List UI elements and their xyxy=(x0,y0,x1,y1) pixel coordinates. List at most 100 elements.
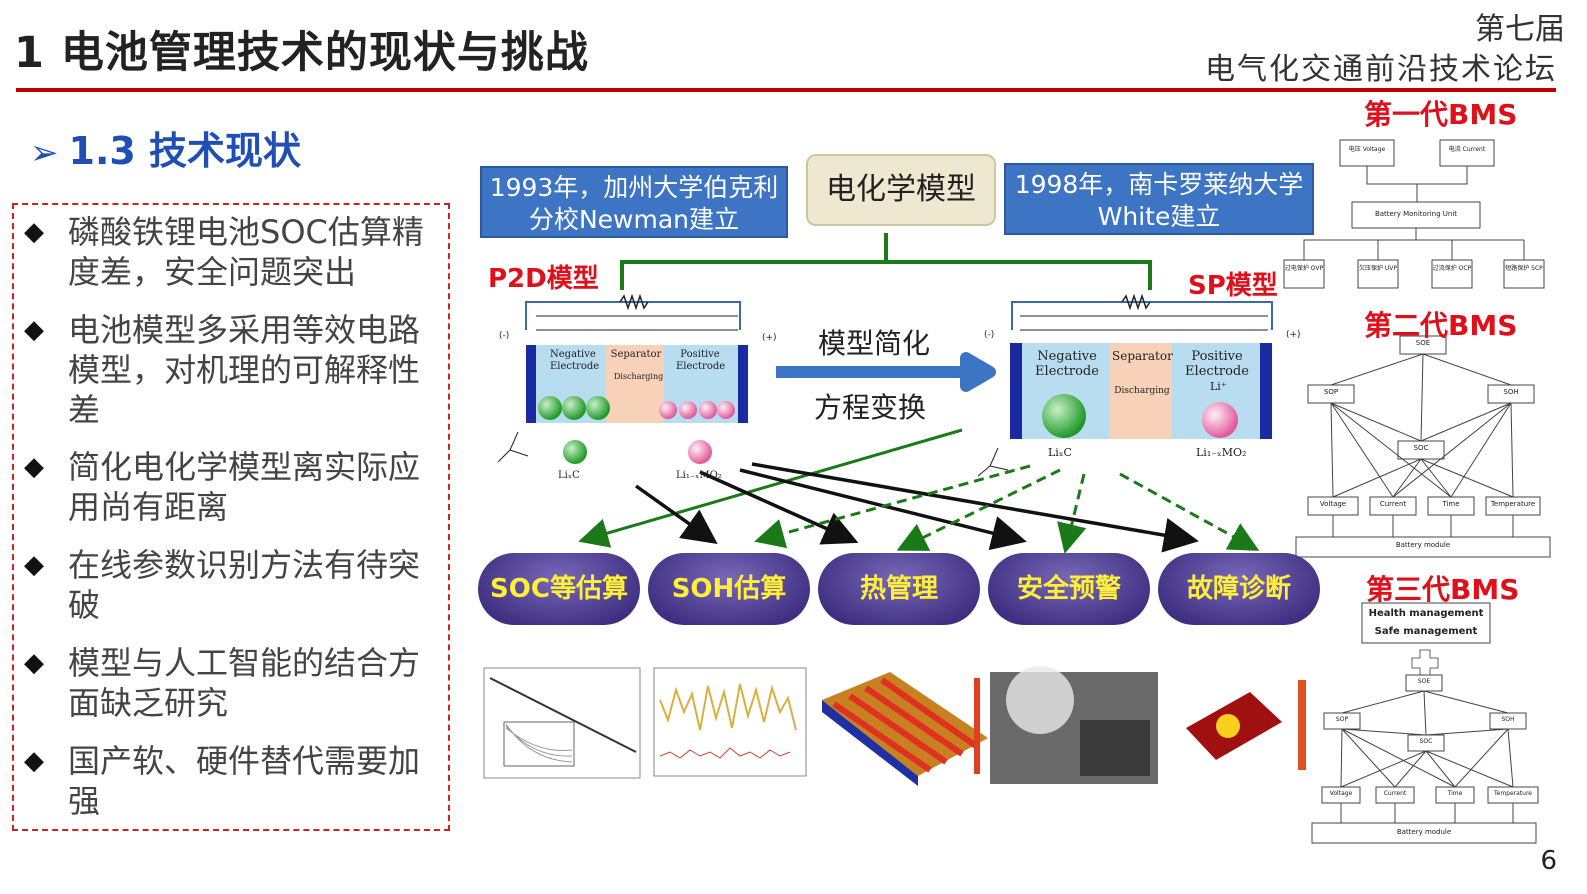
p2d-limo-label: Li₁₋ₓMO₂ xyxy=(676,470,722,481)
p2d-plus-label: (+) xyxy=(762,333,777,343)
transformation-label: 方程变换 xyxy=(814,391,927,424)
bullet-item: ◆ 电池模型多采用等效电路模型，对机理的可解释性差 xyxy=(24,310,444,430)
bms-gen3-label: 第三代BMS xyxy=(1366,573,1520,606)
p2d-discharging-label: Discharging xyxy=(614,372,664,381)
bullet-text: 在线参数识别方法有待突破 xyxy=(68,546,421,624)
bms2-module-node: Battery module xyxy=(1395,541,1451,549)
bms3-input-node: Voltage xyxy=(1329,790,1353,797)
soc-plot-thumbnail xyxy=(483,667,641,779)
resistor-icon xyxy=(1121,293,1151,311)
resistor-icon xyxy=(619,293,649,311)
bms-gen1-label: 第一代BMS xyxy=(1364,98,1518,131)
bullet-text: 模型与人工智能的结合方面缺乏研究 xyxy=(68,644,421,722)
thermal-management-pill: 热管理 xyxy=(818,553,980,625)
simplification-label: 模型简化 xyxy=(818,327,931,360)
section-title: 1.3 技术现状 xyxy=(68,129,302,173)
bms-current-node: 电流 Current xyxy=(1448,146,1486,153)
diamond-bullet-icon: ◆ xyxy=(24,315,44,345)
bms-gen1-diagram xyxy=(1283,139,1545,289)
newman-origin-box: 1993年，加州大学伯克利分校Newman建立 xyxy=(480,166,788,238)
safety-warning-pill: 安全预警 xyxy=(988,553,1150,625)
bullet-item: ◆ 模型与人工智能的结合方面缺乏研究 xyxy=(24,643,444,723)
sp-li-ion-label: Li⁺ xyxy=(1210,380,1227,393)
soh-plot-thumbnail xyxy=(653,667,807,777)
header-divider xyxy=(16,88,1556,92)
sp-positive-label: Positive Electrode xyxy=(1185,349,1249,379)
bms2-input-node: Voltage xyxy=(1319,500,1347,508)
thermal-model-thumbnail xyxy=(822,672,988,786)
sp-cell-diagram xyxy=(977,293,1273,477)
bms3-soe-node: SOE xyxy=(1417,678,1431,685)
bms2-input-node: Temperature xyxy=(1490,500,1536,508)
sp-model-label: SP模型 xyxy=(1188,271,1278,301)
bms-protection-node: 过流保护 OCP xyxy=(1432,265,1472,272)
bms3-health-label: Health management xyxy=(1368,608,1484,619)
bms2-input-node: Current xyxy=(1379,500,1407,508)
electrochemical-model-box: 电化学模型 xyxy=(806,154,996,226)
bms-monitoring-unit: Battery Monitoring Unit xyxy=(1374,210,1458,218)
bms2-soh-node: SOH xyxy=(1503,388,1519,396)
diamond-bullet-icon: ◆ xyxy=(24,217,44,247)
bullet-text: 磷酸铁锂电池SOC估算精度差，安全问题突出 xyxy=(68,213,424,291)
temperature-field-thumbnail xyxy=(1160,672,1320,784)
conference-edition: 第七届 xyxy=(1475,12,1565,47)
diamond-bullet-icon: ◆ xyxy=(24,452,44,482)
plus-icon xyxy=(1411,649,1439,677)
section-heading: ➢1.3 技术现状 xyxy=(30,120,301,175)
bms-gen3-diagram xyxy=(1311,602,1539,844)
slide-title: 1 电池管理技术的现状与挑战 xyxy=(14,28,589,78)
soc-estimation-pill: SOC等估算 xyxy=(478,553,640,625)
p2d-model-label: P2D模型 xyxy=(488,264,599,294)
bms3-soh-node: SOH xyxy=(1501,716,1515,723)
bms-gen2-diagram xyxy=(1295,335,1551,558)
application-arrows xyxy=(578,428,1260,554)
bullet-item: ◆ 在线参数识别方法有待突破 xyxy=(24,545,444,625)
sp-plus-label: (+) xyxy=(1286,330,1301,340)
conference-name: 电气化交通前沿技术论坛 xyxy=(1205,52,1557,87)
p2d-minus-label: (-) xyxy=(499,331,510,341)
diamond-bullet-icon: ◆ xyxy=(24,550,44,580)
p2d-cell-diagram xyxy=(497,293,748,464)
bullet-item: ◆ 磷酸铁锂电池SOC估算精度差，安全问题突出 xyxy=(24,212,444,292)
page-number: 6 xyxy=(1540,846,1557,876)
bullet-item: ◆简化电化学模型离实际应用尚有距离 xyxy=(24,447,444,527)
bms-gen2-label: 第二代BMS xyxy=(1364,309,1518,342)
p2d-separator-label: Separator xyxy=(610,349,662,360)
sp-limo-label: Li₁₋ₓMO₂ xyxy=(1196,446,1247,459)
bullet-text: 国产软、硬件替代需要加强 xyxy=(68,742,421,820)
bms3-safe-label: Safe management xyxy=(1374,626,1478,637)
bms2-soe-node: SOE xyxy=(1415,339,1431,347)
bms-protection-node: 过电保护 OVP xyxy=(1284,265,1324,272)
soh-estimation-pill: SOH估算 xyxy=(648,553,810,625)
sp-lic-label: LiₓC xyxy=(1048,446,1072,459)
bullet-item: ◆ 国产软、硬件替代需要加强 xyxy=(24,741,444,821)
sp-negative-label: Negative Electrode xyxy=(1035,349,1099,379)
diamond-bullet-icon: ◆ xyxy=(24,746,44,776)
arrow-bullet-icon: ➢ xyxy=(30,133,59,173)
diamond-bullet-icon: ◆ xyxy=(24,648,44,678)
bms3-input-node: Temperature xyxy=(1493,790,1532,797)
bms-protection-node: 短路保护 SCP xyxy=(1505,265,1543,272)
challenges-box xyxy=(12,203,450,831)
bms-voltage-node: 电压 Voltage xyxy=(1348,146,1386,153)
battery-fire-photo xyxy=(990,666,1158,784)
white-origin-box: 1998年，南卡罗莱纳大学White建立 xyxy=(1004,163,1314,235)
bullet-text: 电池模型多采用等效电路模型，对机理的可解释性差 xyxy=(68,311,421,429)
p2d-positive-label: Positive Electrode xyxy=(676,349,726,372)
bms2-soc-node: SOC xyxy=(1413,444,1429,452)
model-bracket xyxy=(620,233,1152,290)
bms3-sop-node: SOP xyxy=(1335,716,1349,723)
fault-diagnosis-pill: 故障诊断 xyxy=(1158,553,1320,625)
bms3-input-node: Current xyxy=(1383,790,1407,797)
sp-discharging-label: Discharging xyxy=(1114,386,1170,396)
bms-protection-node: 欠压保护 UVP xyxy=(1358,265,1398,272)
bms3-module-node: Battery module xyxy=(1396,828,1452,836)
sp-separator-label: Separator xyxy=(1112,349,1173,363)
simplify-arrow-icon xyxy=(776,352,996,392)
bms3-soc-node: SOC xyxy=(1419,738,1433,745)
bms3-input-node: Time xyxy=(1447,790,1463,797)
p2d-lic-label: LiₓC xyxy=(558,470,580,481)
bms2-sop-node: SOP xyxy=(1323,388,1339,396)
bms2-input-node: Time xyxy=(1442,500,1460,508)
